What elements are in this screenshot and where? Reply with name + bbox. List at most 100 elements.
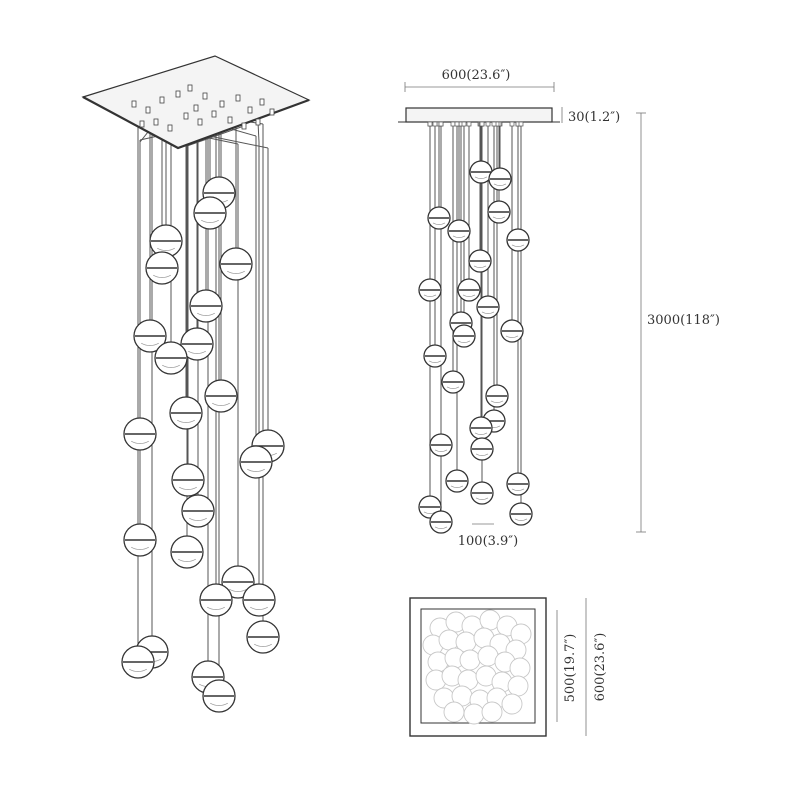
front-canopy [405, 107, 553, 123]
plan-ball [481, 701, 503, 723]
front-ball-shade [473, 265, 487, 268]
canopy-width-label: 600(23.6″) [442, 68, 511, 83]
perspective-mount [255, 118, 261, 126]
front-ball-shade [511, 244, 525, 247]
front-ball-shade [490, 400, 504, 403]
plan-ball [509, 657, 531, 679]
perspective-ball-shade [153, 274, 171, 278]
perspective-ball-shade [178, 558, 196, 562]
front-mount [438, 121, 444, 127]
perspective-ball-shade [197, 312, 215, 316]
front-ball-shade [514, 518, 528, 521]
canopy-height-label: 30(1.2″) [568, 110, 620, 125]
front-ball-shade [450, 485, 464, 488]
front-ball-shade [475, 497, 489, 500]
front-ball-shade [423, 294, 437, 297]
perspective-mounts [131, 84, 275, 132]
perspective-mount [202, 92, 208, 100]
front-mount [432, 121, 438, 127]
plan-ball [507, 675, 529, 697]
front-ball-shade [428, 360, 442, 363]
perspective-ball-shade [212, 402, 230, 406]
ball-diameter-label: 100(3.9″) [458, 534, 519, 549]
overall-height-label: 3000(118″) [647, 313, 720, 328]
perspective-mount [269, 108, 275, 116]
front-ball-shade [452, 235, 466, 238]
perspective-ball-shade [141, 342, 159, 346]
front-mount [461, 121, 467, 127]
perspective-mount [259, 98, 265, 106]
perspective-balls [121, 176, 285, 713]
perspective-ball-shade [229, 588, 247, 592]
perspective-mount [235, 94, 241, 102]
perspective-ball-shade [207, 606, 225, 610]
front-ball-shade [434, 526, 448, 529]
front-mount [518, 121, 524, 127]
front-mount [466, 121, 472, 127]
front-ball-shade [492, 216, 506, 219]
perspective-ball-shade [189, 517, 207, 521]
front-mount [450, 121, 456, 127]
perspective-canopy [81, 55, 311, 149]
front-ball-shade [511, 488, 525, 491]
plan-balls [422, 609, 532, 725]
perspective-mount [197, 118, 203, 126]
perspective-ball-shade [254, 643, 272, 647]
front-ball-shade [505, 335, 519, 338]
perspective-ball-shade [227, 270, 245, 274]
perspective-ball-shade [188, 350, 206, 354]
perspective-mount [153, 118, 159, 126]
front-elevation-view: 600(23.6″) 30(1.2″) 100(3.9″) 3000(118″) [398, 68, 741, 549]
perspective-mount [145, 106, 151, 114]
perspective-ball-shade [250, 606, 268, 610]
front-mount [485, 121, 491, 127]
front-mount [509, 121, 515, 127]
plan-outer-size-label: 600(23.6″) [593, 633, 608, 702]
front-ball-shade [493, 183, 507, 186]
perspective-mount [159, 96, 165, 104]
perspective-mount [193, 104, 199, 112]
perspective-ball-shade [247, 468, 265, 472]
perspective-canopy-edge [82, 96, 310, 150]
perspective-ball-shade [177, 419, 195, 423]
perspective-mount [241, 122, 247, 130]
top-plan-view: 500(19.7″) 600(23.6″) [409, 597, 608, 737]
front-ball-shade [474, 176, 488, 179]
perspective-view [81, 55, 311, 713]
front-ball-shade [462, 294, 476, 297]
front-ball-shade [474, 432, 488, 435]
plan-ball [443, 701, 465, 723]
perspective-ball-shade [201, 219, 219, 223]
front-ball-shade [446, 386, 460, 389]
front-ball-shade [475, 453, 489, 456]
perspective-ball-shade [129, 668, 147, 672]
perspective-ball-shade [210, 702, 228, 706]
front-balls [418, 160, 533, 534]
perspective-mount [211, 110, 217, 118]
plan-ball [501, 693, 523, 715]
perspective-mount [175, 90, 181, 98]
plan-ball [463, 703, 485, 725]
perspective-mount [139, 120, 145, 128]
perspective-mount [187, 84, 193, 92]
perspective-ball-shade [162, 364, 180, 368]
perspective-ball-shade [179, 486, 197, 490]
perspective-mount [183, 112, 189, 120]
front-ball-shade [481, 311, 495, 314]
front-mount [491, 121, 497, 127]
perspective-mount [219, 100, 225, 108]
front-mount [479, 121, 485, 127]
perspective-ball-shade [131, 440, 149, 444]
plan-inner-size-label: 500(19.7″) [563, 634, 578, 703]
plan-ball [459, 649, 481, 671]
front-ball-shade [432, 222, 446, 225]
perspective-mount [247, 106, 253, 114]
front-ball-shade [434, 449, 448, 452]
front-mount [454, 121, 460, 127]
front-mount [427, 121, 433, 127]
perspective-ball-shade [157, 247, 175, 251]
perspective-mount [131, 100, 137, 108]
perspective-mount [227, 116, 233, 124]
perspective-ball-shade [131, 546, 149, 550]
